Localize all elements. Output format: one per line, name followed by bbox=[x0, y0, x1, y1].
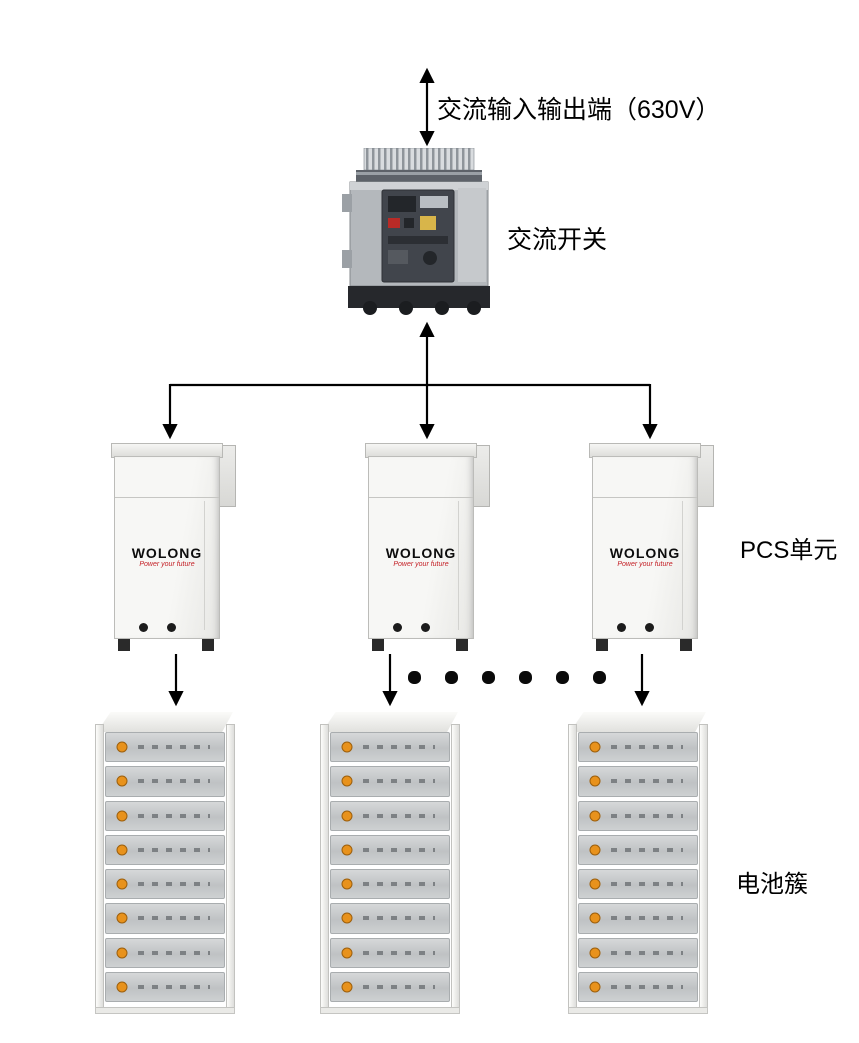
battery-modules bbox=[578, 732, 698, 1002]
rack-top-panel bbox=[97, 712, 233, 732]
battery-module bbox=[105, 937, 225, 968]
battery-rack-1 bbox=[95, 712, 235, 1014]
cabinet-foot bbox=[372, 639, 384, 651]
battery-modules bbox=[330, 732, 450, 1002]
ellipsis-dots bbox=[408, 670, 606, 684]
cable-connector bbox=[617, 623, 626, 632]
rack-top-panel bbox=[322, 712, 458, 732]
battery-module bbox=[105, 971, 225, 1002]
ellipsis-dot bbox=[593, 670, 606, 684]
battery-module bbox=[105, 869, 225, 900]
ellipsis-dot bbox=[445, 670, 458, 684]
battery-module bbox=[330, 869, 450, 900]
pcs-cabinet-front: WOLONG Power your future bbox=[368, 456, 474, 639]
pcs-unit-1: WOLONG Power your future bbox=[111, 443, 236, 651]
battery-rack-3 bbox=[568, 712, 708, 1014]
ellipsis-dot bbox=[519, 670, 532, 684]
battery-module bbox=[578, 732, 698, 763]
battery-module bbox=[330, 732, 450, 763]
battery-module bbox=[330, 937, 450, 968]
battery-module bbox=[330, 800, 450, 831]
rack-post bbox=[699, 724, 708, 1014]
cable-connector bbox=[645, 623, 654, 632]
battery-module bbox=[105, 903, 225, 934]
battery-rack-2 bbox=[320, 712, 460, 1014]
battery-module bbox=[105, 834, 225, 865]
ac-breaker-image bbox=[342, 147, 494, 318]
battery-module bbox=[578, 800, 698, 831]
ellipsis-dot bbox=[556, 670, 569, 684]
wolong-logo: WOLONG bbox=[131, 545, 203, 561]
cable-connector bbox=[393, 623, 402, 632]
battery-module bbox=[330, 834, 450, 865]
battery-module bbox=[105, 732, 225, 763]
pcs-unit-2: WOLONG Power your future bbox=[365, 443, 490, 651]
label-ac-input-output: 交流输入输出端（630V） bbox=[437, 96, 721, 124]
rack-top-panel bbox=[570, 712, 706, 732]
cabinet-foot bbox=[456, 639, 468, 651]
rack-base bbox=[320, 1007, 460, 1014]
rack-post bbox=[320, 724, 329, 1014]
ellipsis-dot bbox=[482, 670, 495, 684]
battery-module bbox=[330, 971, 450, 1002]
label-battery-cluster: 电池簇 bbox=[736, 871, 808, 898]
wolong-tagline: Power your future bbox=[617, 561, 673, 568]
rack-post bbox=[226, 724, 235, 1014]
pcs-cabinet-front: WOLONG Power your future bbox=[592, 456, 698, 639]
pcs-unit-3: WOLONG Power your future bbox=[589, 443, 714, 651]
label-pcs-unit: PCS单元 bbox=[740, 537, 838, 564]
ac-breaker-drawing bbox=[342, 147, 490, 315]
battery-modules bbox=[105, 732, 225, 1002]
battery-module bbox=[105, 800, 225, 831]
pcs-cabinet-front: WOLONG Power your future bbox=[114, 456, 220, 639]
cabinet-foot bbox=[202, 639, 214, 651]
battery-module bbox=[578, 834, 698, 865]
ellipsis-dot bbox=[408, 670, 421, 684]
cable-connector bbox=[421, 623, 430, 632]
rack-base bbox=[568, 1007, 708, 1014]
cabinet-foot bbox=[596, 639, 608, 651]
battery-module bbox=[578, 869, 698, 900]
wolong-logo: WOLONG bbox=[385, 545, 457, 561]
cabinet-foot bbox=[680, 639, 692, 651]
cable-connector bbox=[139, 623, 148, 632]
battery-module bbox=[578, 971, 698, 1002]
wolong-tagline: Power your future bbox=[393, 561, 449, 568]
rack-post bbox=[95, 724, 104, 1014]
rack-base bbox=[95, 1007, 235, 1014]
battery-module bbox=[578, 766, 698, 797]
battery-module bbox=[578, 937, 698, 968]
rack-post bbox=[568, 724, 577, 1014]
wolong-tagline: Power your future bbox=[139, 561, 195, 568]
rack-post bbox=[451, 724, 460, 1014]
battery-module bbox=[330, 903, 450, 934]
battery-module bbox=[105, 766, 225, 797]
cable-connector bbox=[167, 623, 176, 632]
battery-module bbox=[330, 766, 450, 797]
cabinet-foot bbox=[118, 639, 130, 651]
battery-module bbox=[578, 903, 698, 934]
label-ac-switch: 交流开关 bbox=[507, 226, 608, 254]
wolong-logo: WOLONG bbox=[609, 545, 681, 561]
